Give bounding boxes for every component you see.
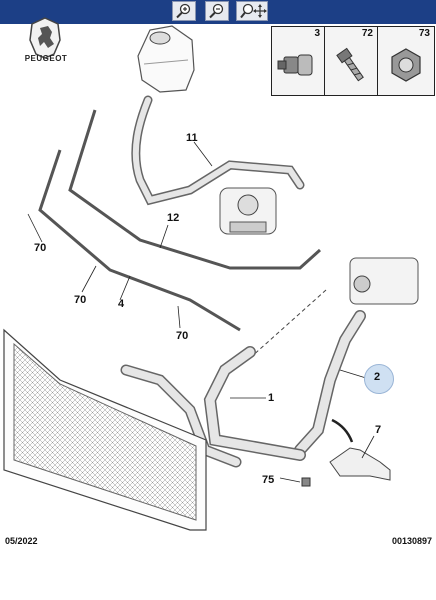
callout-70[interactable]: 70 — [34, 242, 47, 254]
radiator[interactable] — [3, 328, 207, 531]
part-ref: 72 — [361, 28, 373, 39]
engine-component[interactable] — [219, 187, 277, 235]
brand-name: PEUGEOT — [24, 54, 68, 63]
thermostat-housing[interactable] — [349, 257, 419, 305]
nut-icon — [391, 48, 421, 82]
top-toolbar — [0, 0, 436, 24]
zoom-out-button[interactable] — [205, 1, 229, 21]
expansion-tank[interactable] — [137, 25, 195, 93]
callout-2-highlight[interactable] — [364, 364, 394, 394]
peugeot-lion-icon — [29, 17, 61, 59]
callout-12[interactable]: 12 — [167, 212, 180, 224]
hose-clip-connector-icon — [277, 54, 313, 76]
part-cell-72[interactable]: 72 — [325, 27, 378, 95]
callout-70[interactable]: 70 — [176, 330, 189, 342]
part-ref: 73 — [418, 28, 430, 39]
part-cell-73[interactable]: 73 — [378, 27, 434, 95]
zoom-pan-button[interactable] — [236, 1, 268, 21]
diagram-reference: 00130897 — [391, 536, 432, 546]
leader-lines — [27, 141, 375, 483]
bracket-7[interactable] — [329, 418, 391, 481]
callout-2[interactable]: 2 — [374, 371, 381, 383]
callout-4[interactable]: 4 — [118, 298, 125, 310]
part-cell-3[interactable]: 3 — [272, 27, 325, 95]
zoom-in-button[interactable] — [172, 1, 196, 21]
callout-7[interactable]: 7 — [375, 424, 382, 436]
diagram-date: 05/2022 — [5, 536, 38, 546]
callout-70[interactable]: 70 — [74, 294, 87, 306]
callout-11[interactable]: 11 — [186, 132, 198, 144]
zoom-in-icon — [176, 3, 191, 19]
bolt-icon — [336, 47, 364, 82]
zoom-pan-icon — [240, 3, 267, 19]
pipe-12[interactable] — [68, 109, 322, 270]
hose-11[interactable] — [131, 95, 305, 206]
small-parts-panel: 3 72 73 — [271, 26, 435, 96]
bolt-75[interactable] — [301, 477, 311, 487]
callout-1[interactable]: 1 — [268, 392, 275, 404]
zoom-out-icon — [209, 3, 224, 19]
callout-75[interactable]: 75 — [262, 474, 275, 486]
part-ref: 3 — [314, 28, 320, 39]
pipe-4[interactable] — [38, 149, 241, 332]
